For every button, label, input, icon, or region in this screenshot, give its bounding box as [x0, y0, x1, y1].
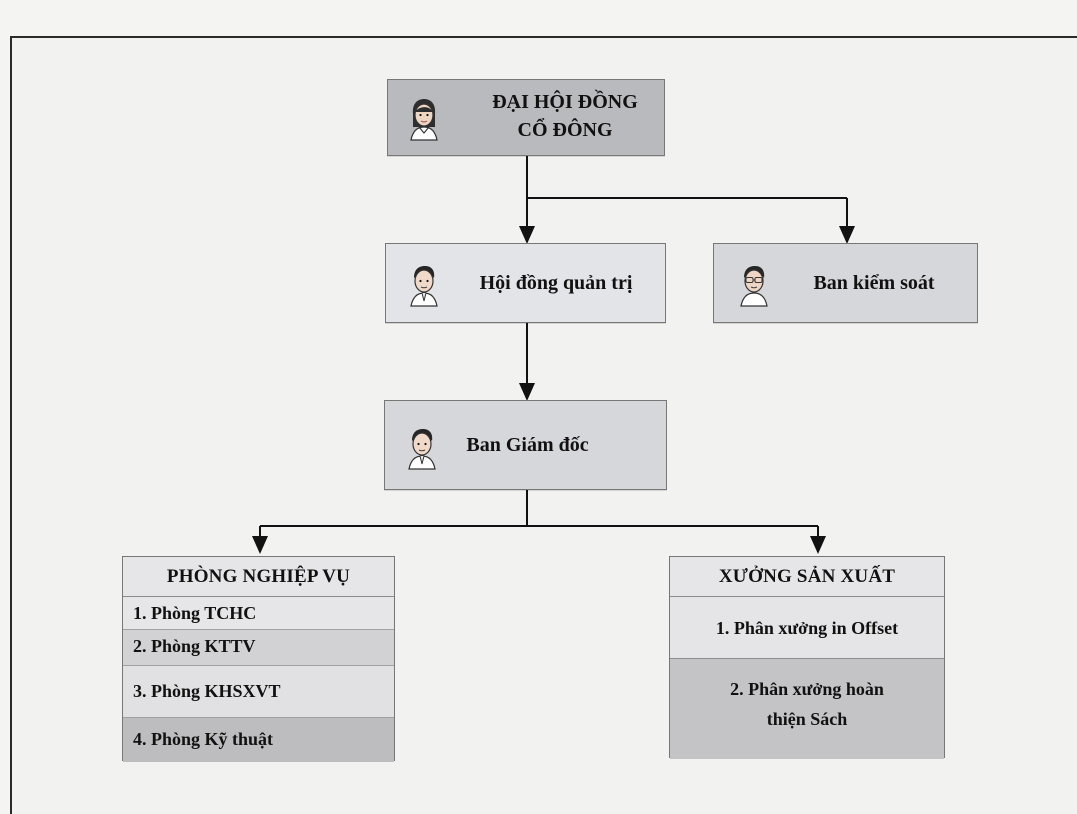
- production-item-background: [670, 659, 944, 759]
- man-avatar-icon: [410, 266, 438, 307]
- man-avatar-icon: [740, 266, 768, 307]
- board-of-management-box: Ban Giám đốc: [384, 400, 667, 490]
- production-item: 1. Phân xưởng in Offset: [670, 597, 944, 659]
- board-of-management-label: Ban Giám đốc: [466, 434, 589, 456]
- board-of-directors-box: Hội đồng quản trị: [385, 243, 666, 323]
- man-avatar-icon: [408, 429, 436, 470]
- production-item-line: thiện Sách: [766, 709, 848, 729]
- production-panel: XƯỞNG SẢN XUẤT 1. Phân xưởng in Offset 2…: [669, 556, 945, 759]
- business-department-item: 2. Phòng KTTV: [123, 630, 394, 666]
- supervisory-board-label: Ban kiểm soát: [813, 272, 935, 294]
- woman-avatar-icon: [410, 99, 438, 141]
- production-item-line: 2. Phân xưởng hoàn: [730, 679, 884, 699]
- board-of-directors-label: Hội đồng quản trị: [479, 272, 633, 294]
- business-departments-title: PHÒNG NGHIỆP VỤ: [123, 557, 394, 597]
- general-meeting-box: ĐẠI HỘI ĐỒNG CỔ ĐÔNG: [387, 79, 665, 156]
- business-department-item: 4. Phòng Kỹ thuật: [123, 718, 394, 762]
- production-title: XƯỞNG SẢN XUẤT: [670, 557, 944, 597]
- supervisory-board-box: Ban kiểm soát: [713, 243, 978, 323]
- business-department-item: 1. Phòng TCHC: [123, 597, 394, 630]
- business-departments-panel: PHÒNG NGHIỆP VỤ 1. Phòng TCHC 2. Phòng K…: [122, 556, 395, 762]
- general-meeting-title-line2: CỔ ĐÔNG: [517, 119, 613, 141]
- business-department-item: 3. Phòng KHSXVT: [123, 666, 394, 718]
- general-meeting-title-line1: ĐẠI HỘI ĐỒNG: [492, 91, 638, 113]
